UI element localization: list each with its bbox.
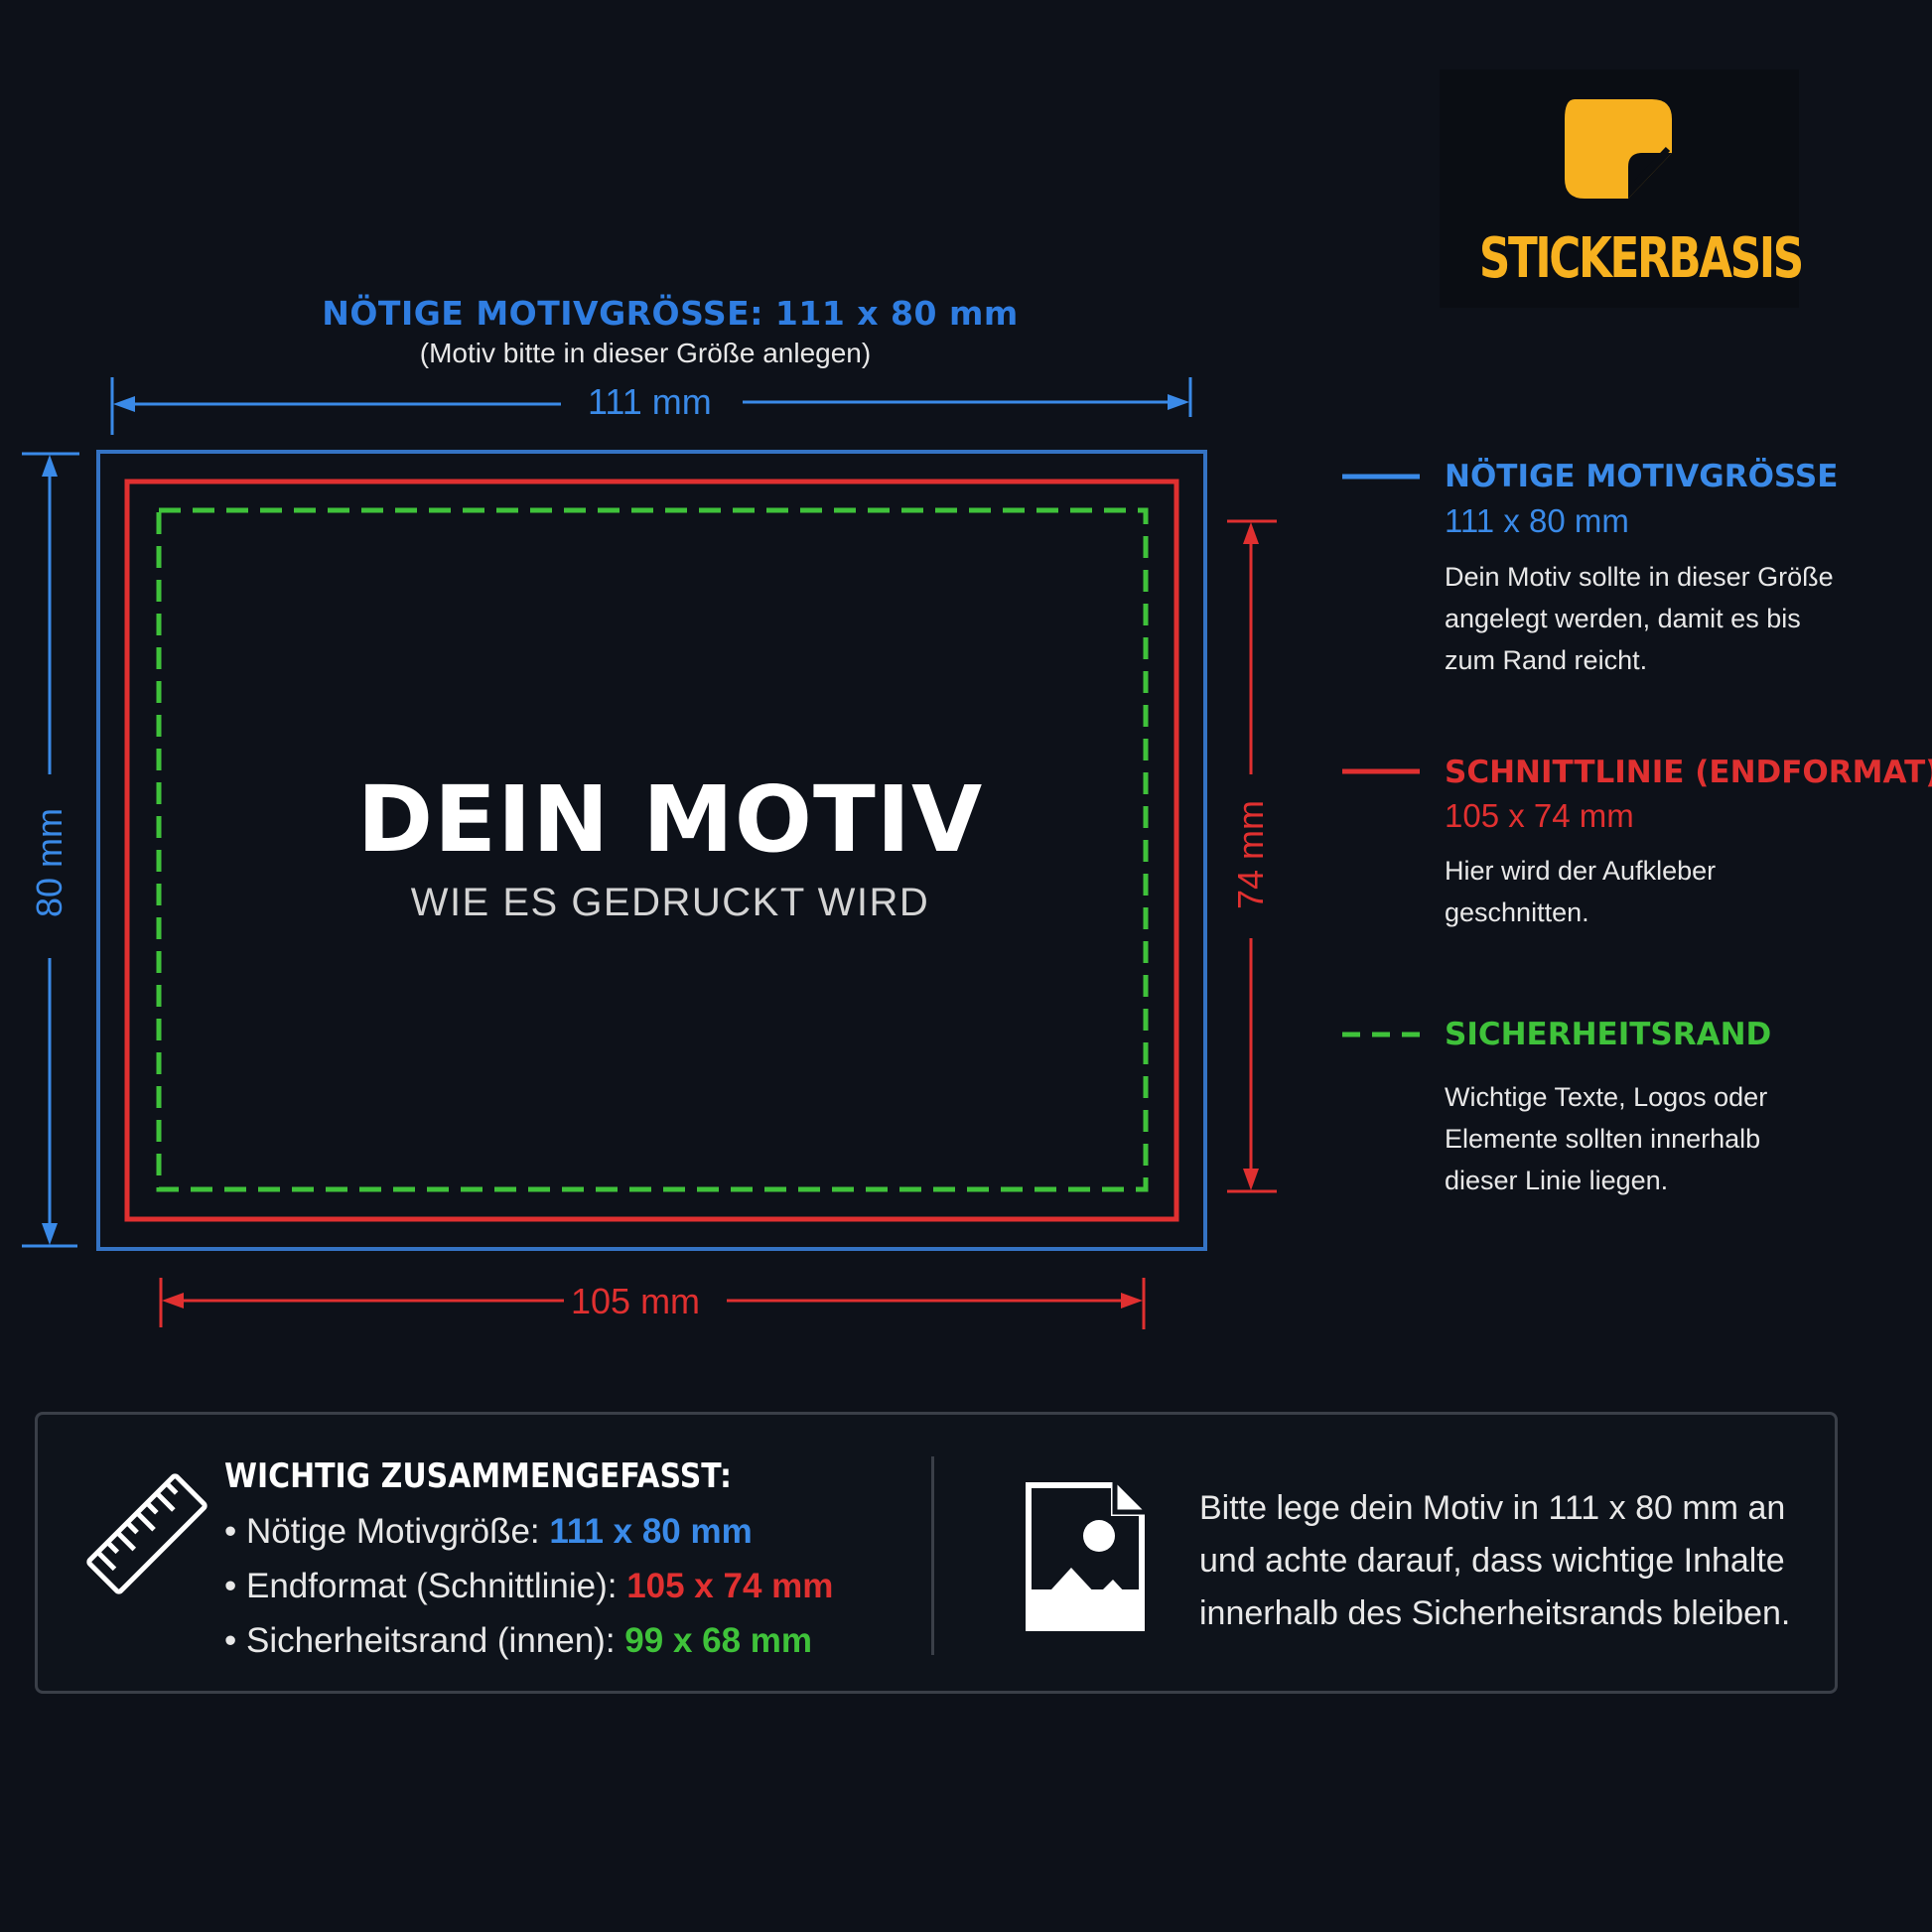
summary-value-motif: 111 x 80 mm [549, 1512, 753, 1551]
summary-title: WICHTIG ZUSAMMENGEFASST: [224, 1456, 733, 1496]
cut-line-border [124, 479, 1179, 1222]
ruler-icon [86, 1473, 207, 1594]
right-dimension-line [1227, 519, 1277, 1193]
top-width-label: 111 mm [588, 381, 712, 422]
summary-box: WICHTIG ZUSAMMENGEFASST: • Nötige Motivg… [35, 1412, 1838, 1694]
legend-heading-cut: SCHNITTLINIE (ENDFORMAT) [1445, 755, 1932, 790]
summary-value-safety: 99 x 68 mm [624, 1621, 813, 1660]
legend-desc-cut: Hier wird der Aufkleber geschnitten. [1445, 856, 1717, 927]
image-icon [1026, 1482, 1145, 1631]
sticker-logo-icon [1565, 99, 1672, 199]
left-height-label: 80 mm [29, 807, 69, 918]
summary-divider [931, 1456, 934, 1655]
motif-subtitle: WIE ES GEDRUCKT WIRD [410, 881, 930, 924]
top-dimension-line [110, 377, 1192, 435]
page-subtitle: (Motiv bitte in dieser Größe anlegen) [419, 338, 872, 368]
legend-heading-motif: NÖTIGE MOTIVGRÖSSE [1445, 459, 1839, 494]
summary-item-safety: • Sicherheitsrand (innen): 99 x 68 mm [224, 1621, 813, 1660]
summary-item-cut: • Endformat (Schnittlinie): 105 x 74 mm [224, 1567, 834, 1605]
summary-text: Bitte lege dein Motiv in 111 x 80 mm an … [1199, 1489, 1791, 1632]
legend-desc-safety: Wichtige Texte, Logos oder Elemente soll… [1445, 1082, 1768, 1195]
page-title: NÖTIGE MOTIVGRÖSSE: 111 x 80 mm [322, 294, 1019, 333]
legend-size-cut: 105 x 74 mm [1445, 797, 1634, 834]
logo-text: STICKERBASIS [1478, 226, 1804, 291]
motif-size-border [96, 450, 1207, 1251]
legend-size-motif: 111 x 80 mm [1445, 502, 1629, 539]
legend-desc-motif: Dein Motiv sollte in dieser Größe angele… [1445, 562, 1834, 675]
summary-item-motif: • Nötige Motivgröße: 111 x 80 mm [224, 1512, 753, 1551]
legend-heading-safety: SICHERHEITSRAND [1445, 1017, 1772, 1052]
motif-title: DEIN MOTIV [356, 766, 984, 873]
logo: STICKERBASIS [1440, 69, 1804, 308]
bottom-dimension-line [159, 1278, 1146, 1329]
safety-margin-border [156, 507, 1149, 1192]
summary-value-cut: 105 x 74 mm [626, 1567, 834, 1605]
right-height-label: 74 mm [1230, 799, 1271, 910]
left-dimension-line [22, 452, 79, 1248]
bottom-width-label: 105 mm [571, 1281, 701, 1321]
